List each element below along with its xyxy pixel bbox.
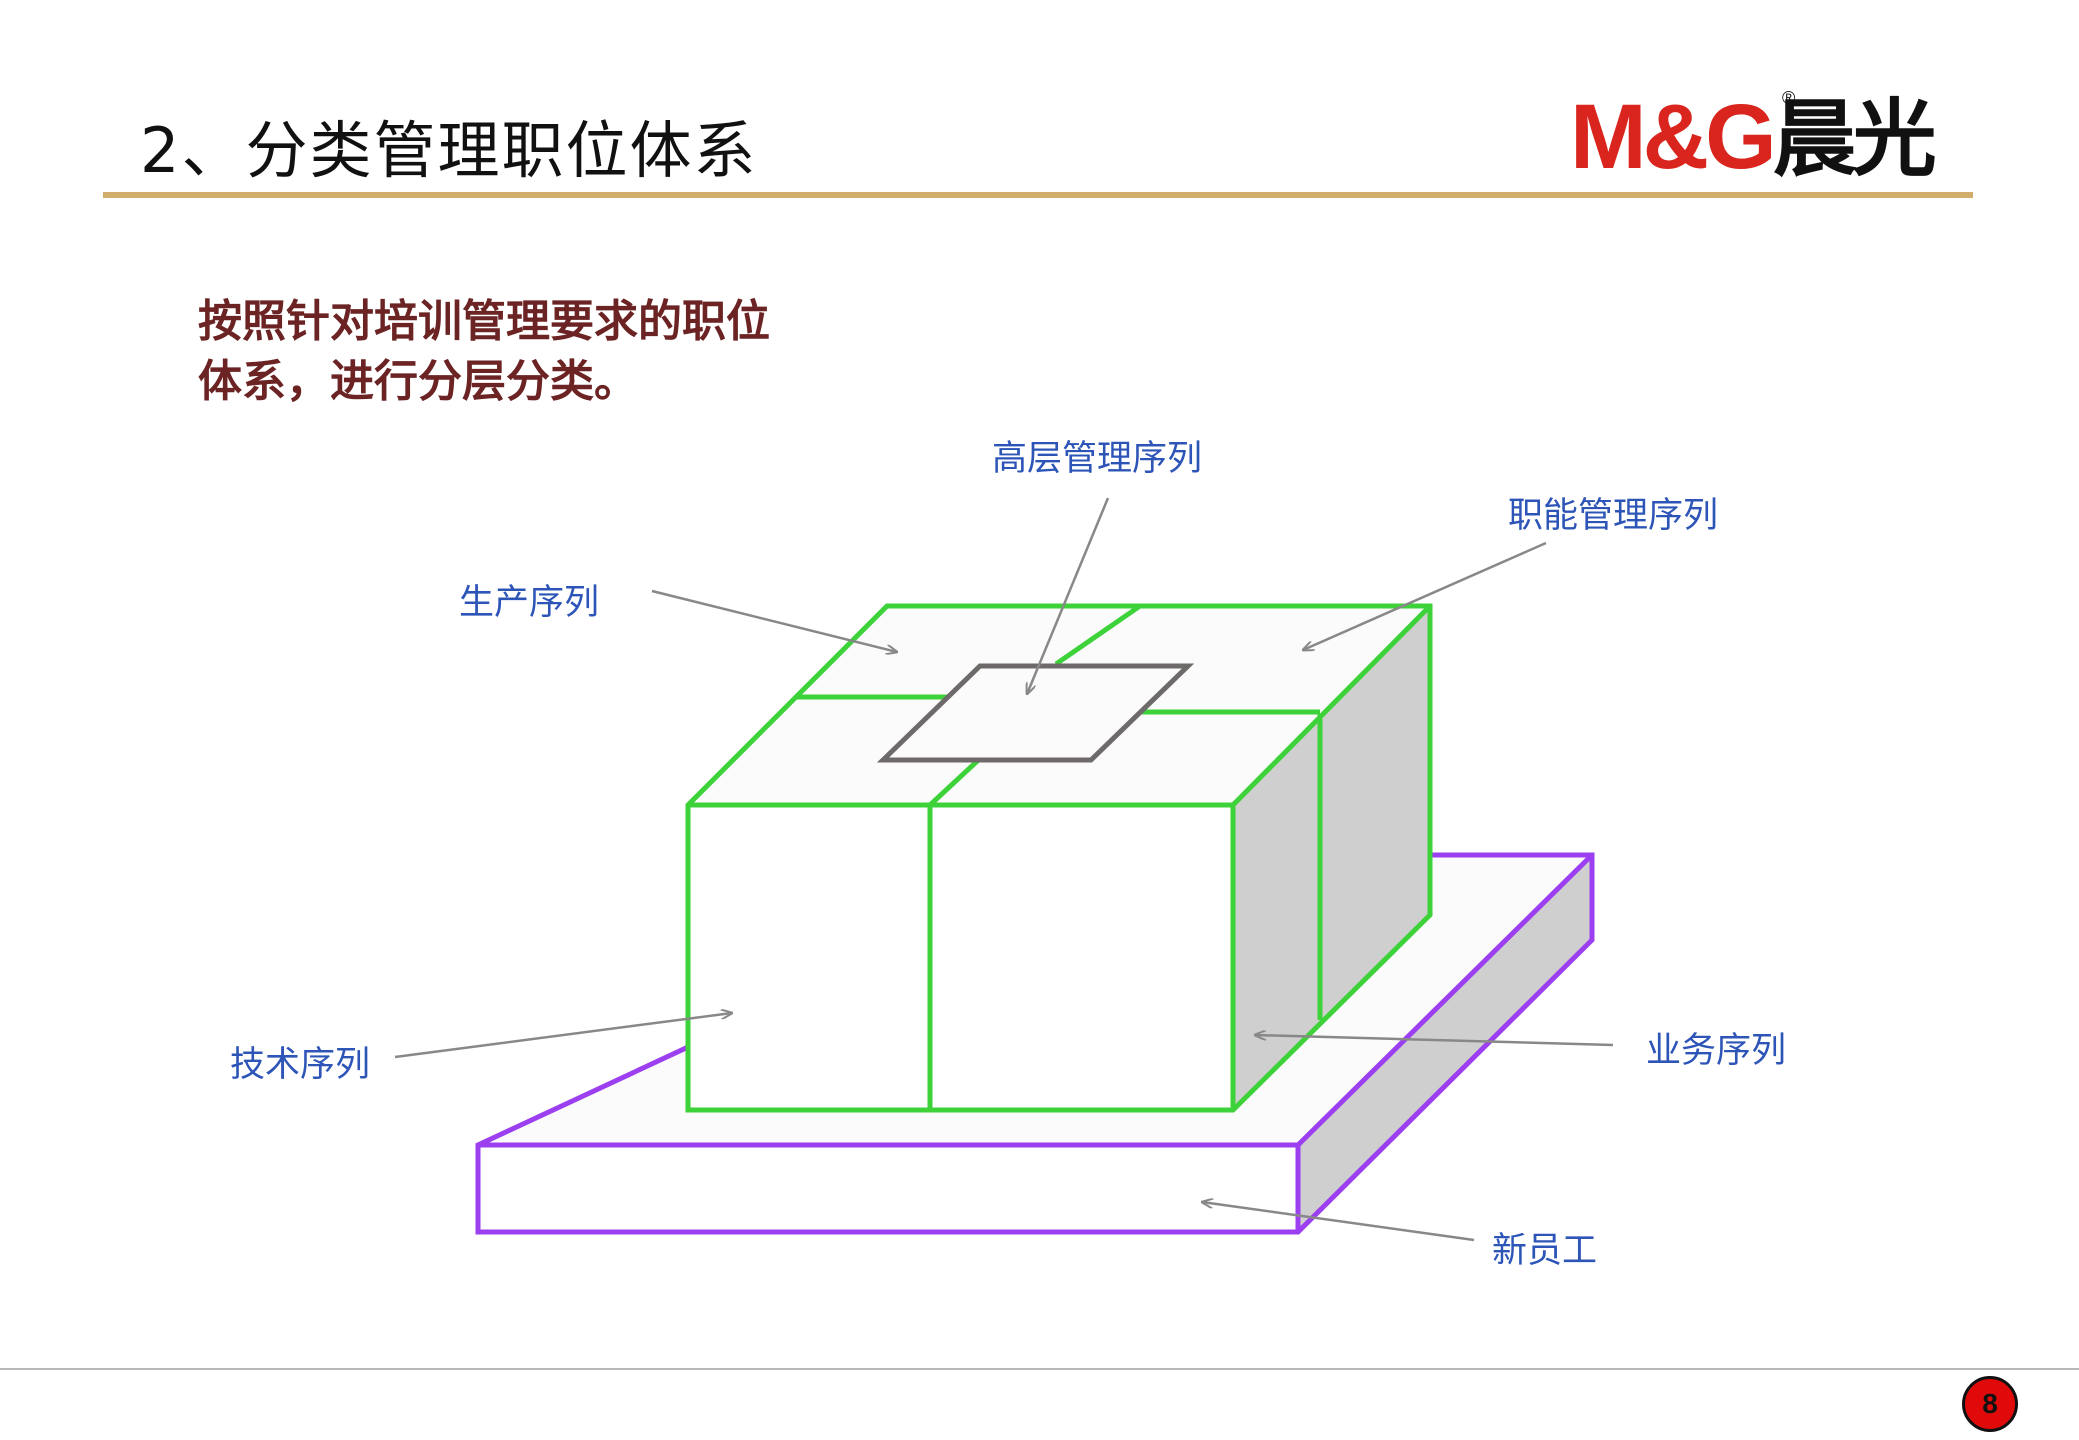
main-box-front (688, 805, 1233, 1110)
title-underline (103, 192, 1973, 198)
intro-text: 按照针对培训管理要求的职位 体系，进行分层分类。 (198, 292, 898, 412)
base-slab-front (478, 1145, 1298, 1232)
logo-registered-mark: ® (1782, 88, 1795, 108)
label-senior-management: 高层管理序列 (992, 439, 1203, 479)
label-new-staff: 新员工 (1492, 1231, 1598, 1271)
intro-line-1: 按照针对培训管理要求的职位 (198, 296, 770, 347)
arrow-new-staff (1202, 1202, 1475, 1242)
slide-title: 2、分类管理职位体系 (140, 114, 758, 187)
arrow-senior (1027, 497, 1110, 694)
page-number-badge: 8 (1962, 1376, 2018, 1432)
arrow-technical (394, 1013, 732, 1059)
core-square-senior (876, 663, 1195, 763)
label-technical: 技术序列 (230, 1045, 371, 1085)
intro-line-2: 体系，进行分层分类。 (198, 356, 638, 407)
main-box-dividers (797, 603, 1323, 1110)
main-box-side (1233, 606, 1430, 1110)
callout-arrows (394, 497, 1614, 1242)
label-functional-management: 职能管理序列 (1508, 496, 1719, 536)
label-business: 业务序列 (1646, 1031, 1787, 1071)
arrow-functional (1303, 541, 1547, 650)
brand-logo: M&G晨光 ® (1570, 86, 1939, 182)
arrow-business (1255, 1035, 1614, 1047)
footer-divider (0, 1368, 2079, 1370)
main-box-outline (685, 603, 1433, 1113)
logo-text: M&G晨光 (1570, 86, 1935, 182)
arrow-production (651, 589, 897, 652)
base-slab-side (1298, 855, 1592, 1232)
label-production: 生产序列 (459, 583, 600, 623)
